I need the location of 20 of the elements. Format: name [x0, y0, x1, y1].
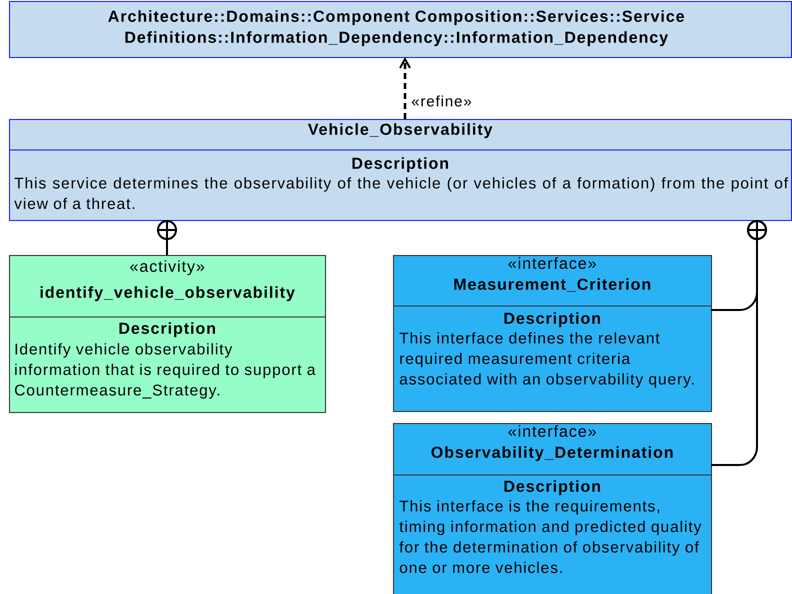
class-name: Observability_Determination — [431, 446, 673, 462]
description-text: This interface defines the relevant required measurement criteria associated with an observability query. — [400, 332, 694, 388]
description-text: Identify vehicle observability information that is required to support a Countermeasure_Strategy. — [14, 343, 316, 399]
dependency-arrow — [399, 57, 411, 119]
description-text: This interface is the requirements, timing information and predicted quality for the determination of observability of one or more vehicles. — [399, 500, 702, 574]
containment-line — [156, 219, 178, 256]
class-name: identify_vehicle_observability — [40, 286, 295, 302]
stereotype-label: «activity» — [130, 260, 204, 276]
containment-line — [710, 219, 768, 466]
section-heading: Description — [352, 157, 448, 172]
section-heading: Description — [119, 322, 215, 338]
stereotype-label: «interface» — [508, 425, 596, 437]
description-text: This service determines the observability of the vehicle (or vehicles of a formation) from the point of view of a threat. — [14, 177, 788, 210]
title-text: Architecture::Domains::Component Composition::Services::Service Definitions::Information_Dependency::Information_Dependency — [108, 10, 684, 46]
edge-label: «refine» — [412, 95, 472, 106]
stereotype-label: «interface» — [508, 257, 596, 269]
class-name: Vehicle_Observability — [308, 123, 492, 138]
class-name: Measurement_Criterion — [454, 278, 650, 292]
section-heading: Description — [504, 480, 600, 496]
section-heading: Description — [504, 312, 600, 328]
